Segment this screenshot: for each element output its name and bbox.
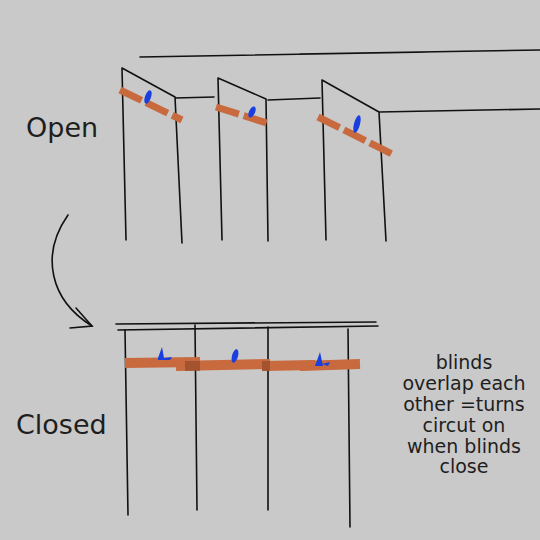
- open-contact-strips: [120, 90, 392, 154]
- state-label: Closed: [16, 410, 107, 440]
- closed-contacts: [158, 347, 330, 366]
- note-text: blinds overlap each other =turns circut …: [398, 352, 530, 477]
- transition-arrow: [52, 215, 92, 328]
- closed-blinds: [116, 322, 378, 527]
- overlap-marks: [185, 361, 270, 371]
- state-label: Open: [26, 113, 98, 143]
- open-contacts: [143, 89, 362, 133]
- closed-contact-strip: [125, 362, 360, 366]
- open-blinds: [122, 50, 540, 243]
